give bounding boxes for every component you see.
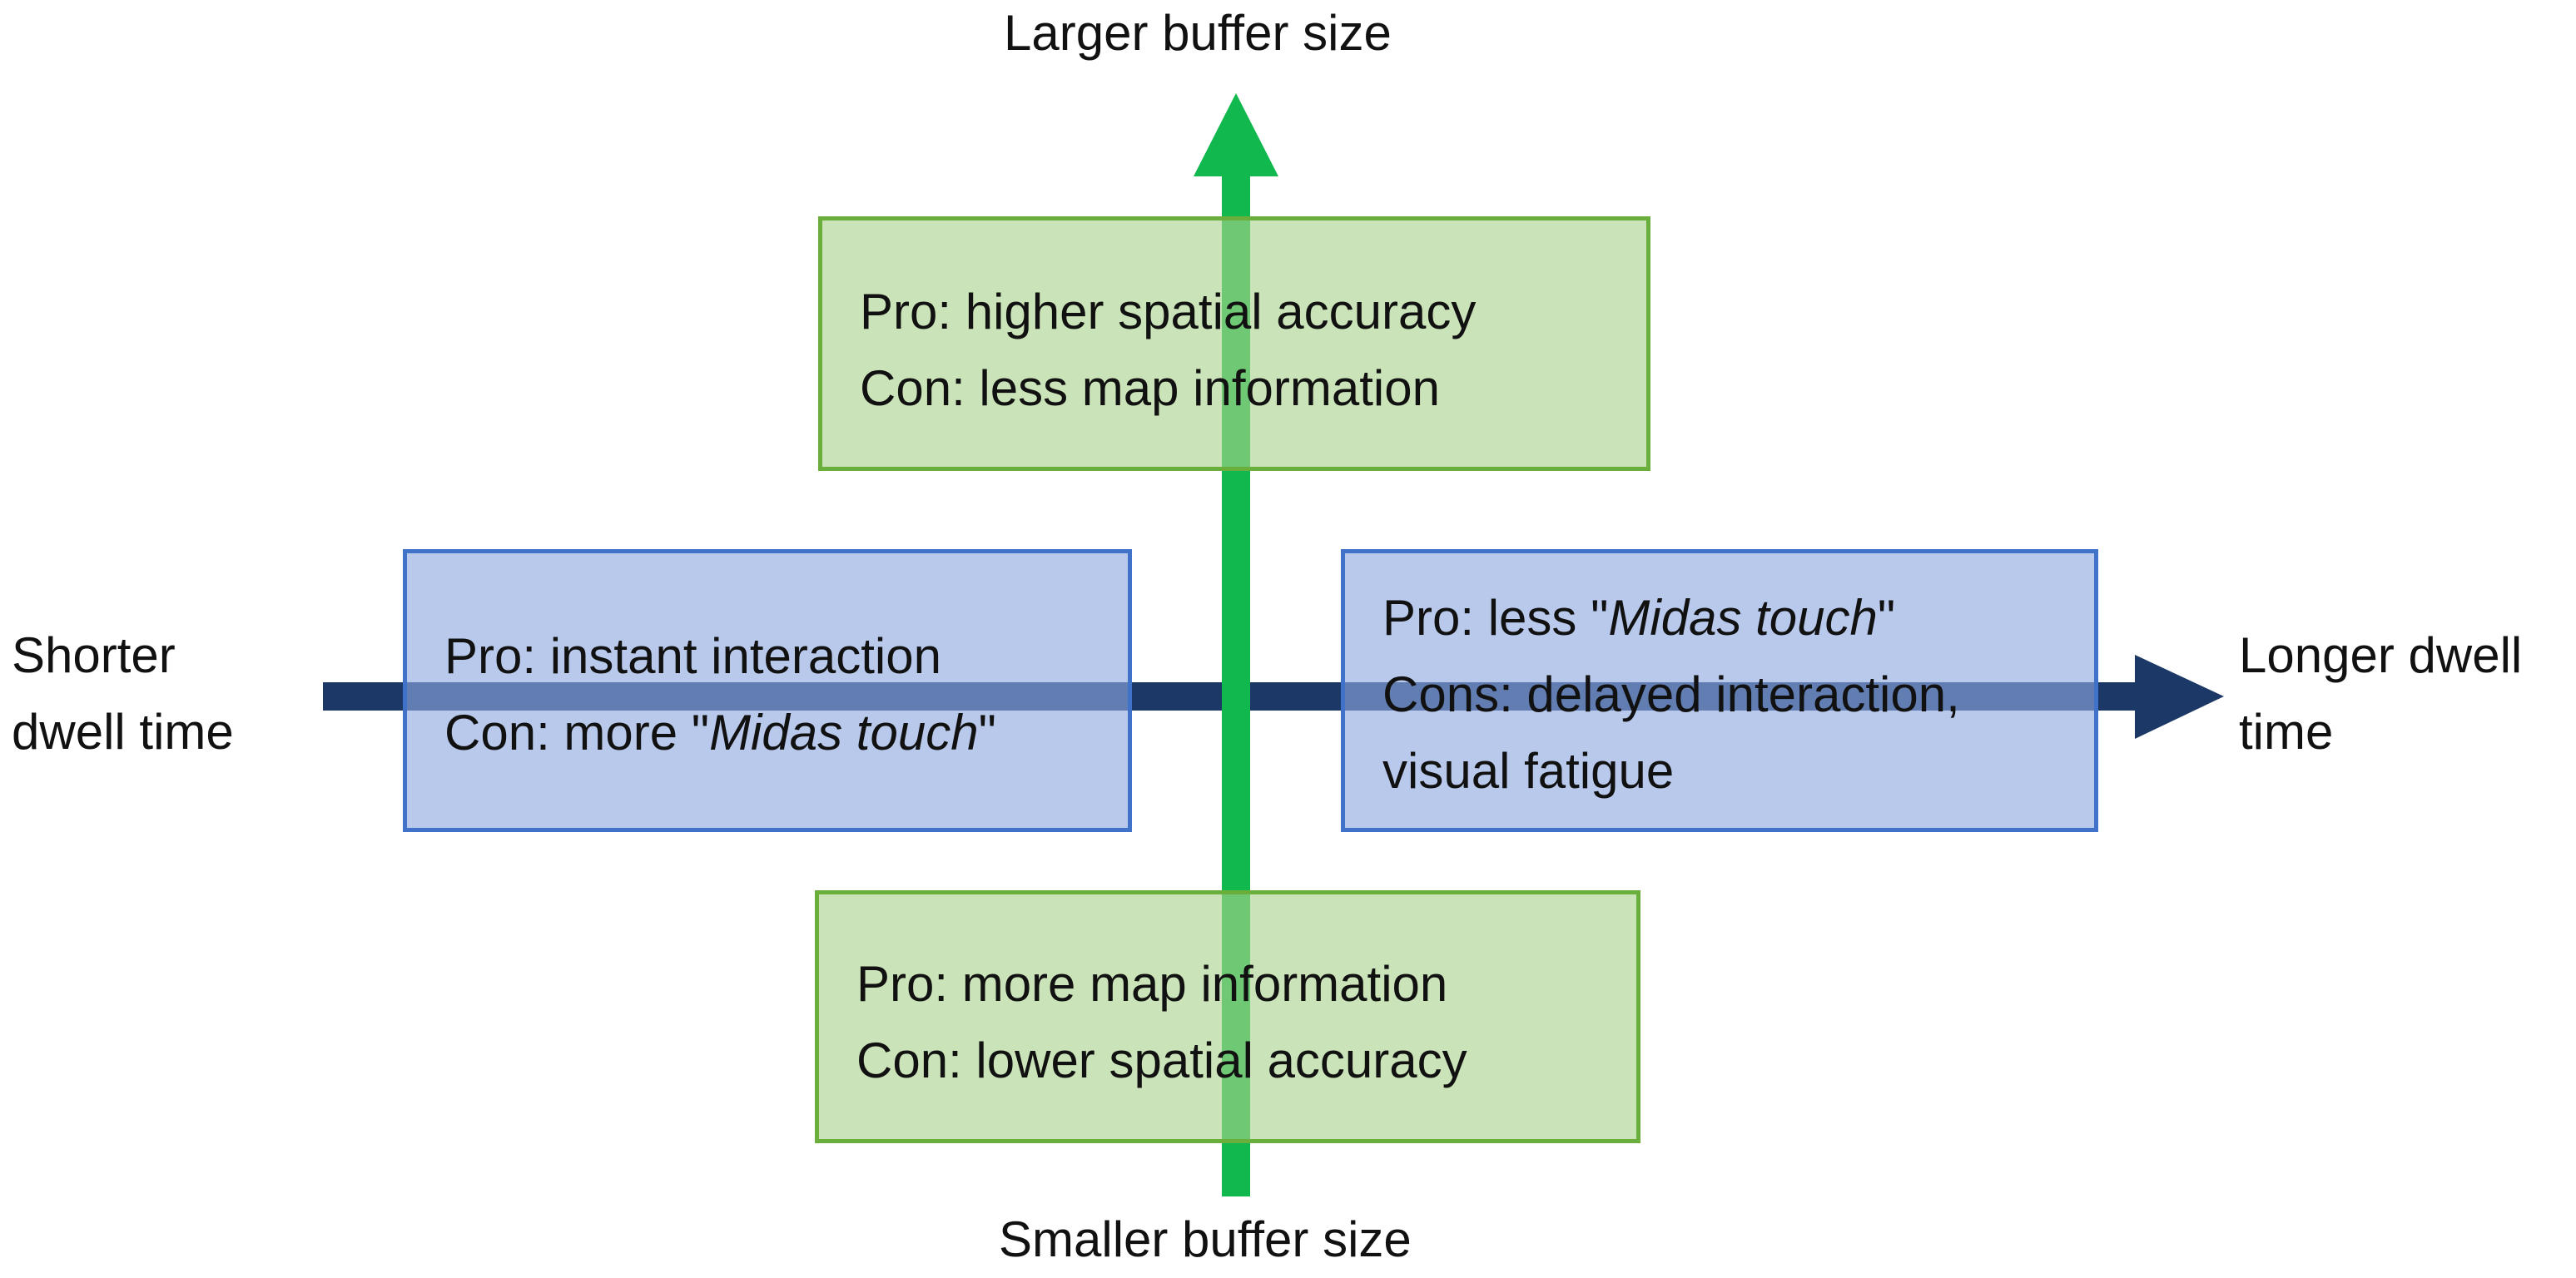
larger-buffer-pro: Pro: higher spatial accuracy [860,284,1477,339]
longer-dwell-cons-line2: visual fatigue [1382,743,1675,799]
shorter-dwell-con-prefix: Con: more " [444,705,710,760]
shorter-dwell-time-line2: dwell time [12,704,234,760]
smaller-buffer-size-label: Smaller buffer size [999,1211,1412,1267]
shorter-dwell-box: Pro: instant interaction Con: more "Mida… [403,549,1132,832]
longer-dwell-time-line2: time [2239,704,2334,760]
longer-dwell-pro-suffix: " [1877,590,1896,646]
longer-dwell-time-label: Longer dwell time [2239,617,2522,770]
longer-dwell-pro: Pro: less "Midas touch" [1382,580,2094,656]
longer-dwell-time-line1: Longer dwell [2239,627,2523,683]
shorter-dwell-con-midas-touch: Midas touch [709,705,979,760]
larger-buffer-con: Con: less map information [860,360,1440,416]
smaller-buffer-pro: Pro: more map information [856,956,1448,1012]
longer-dwell-pro-prefix: Pro: less " [1382,590,1609,646]
shorter-dwell-pro: Pro: instant interaction [444,628,941,684]
dwell-time-arrowhead [2135,655,2224,739]
longer-dwell-cons-line1: Cons: delayed interaction, [1382,666,1960,722]
shorter-dwell-time-line1: Shorter [12,627,176,683]
shorter-dwell-con: Con: more "Midas touch" [444,695,1128,771]
longer-dwell-box: Pro: less "Midas touch" Cons: delayed in… [1341,549,2098,832]
buffer-size-arrowhead [1194,93,1278,176]
shorter-dwell-time-label: Shorter dwell time [12,617,234,770]
smaller-buffer-con: Con: lower spatial accuracy [856,1033,1467,1088]
larger-buffer-box: Pro: higher spatial accuracy Con: less m… [818,216,1650,471]
longer-dwell-pro-midas-touch: Midas touch [1608,590,1878,646]
larger-buffer-size-label: Larger buffer size [1004,5,1392,61]
shorter-dwell-con-suffix: " [978,705,996,760]
smaller-buffer-box: Pro: more map information Con: lower spa… [815,890,1640,1143]
